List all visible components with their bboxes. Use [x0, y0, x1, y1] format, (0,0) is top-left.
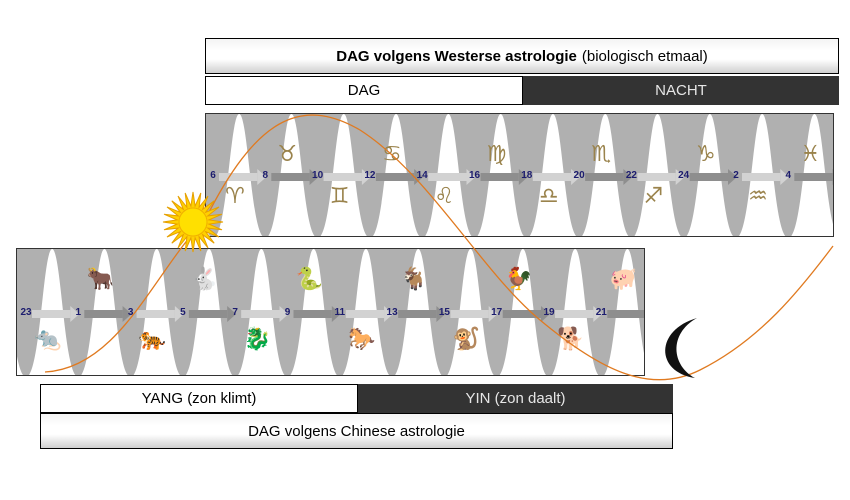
yang-bar: YANG (zon klimt)	[40, 384, 358, 413]
hour-label: 10	[312, 170, 324, 181]
rooster-icon: 🐓	[504, 267, 533, 292]
hour-label: 1	[75, 307, 82, 318]
arrow-band-segment	[480, 173, 519, 181]
arrow-band-segment	[689, 173, 728, 181]
arrow-band-segment	[607, 310, 644, 318]
arrow-band-segment	[323, 173, 362, 181]
arrow-band-segment	[637, 173, 676, 181]
leo-icon: ♌	[434, 184, 455, 209]
western-title-subtitle: (biologisch etmaal)	[581, 47, 708, 65]
pig-icon: 🐖	[609, 267, 637, 292]
western-title: DAG volgens Westerse astrologie	[336, 47, 577, 65]
goat-icon: 🐐	[400, 267, 428, 292]
yang-label: YANG (zon klimt)	[141, 390, 257, 407]
hour-label: 3	[127, 307, 134, 318]
yin-bar: YIN (zon daalt)	[358, 384, 673, 413]
western-day-label: DAG	[347, 82, 381, 99]
dragon-icon: 🐉	[243, 327, 271, 352]
aquarius-icon: ♒	[748, 184, 768, 209]
tiger-icon: 🐅	[138, 327, 167, 352]
arrow-band-segment	[428, 173, 467, 181]
hour-label: 17	[491, 307, 503, 318]
sagittarius-icon: ♐	[643, 184, 664, 209]
arrow-band-segment	[555, 310, 594, 318]
rat-icon: 🐀	[34, 327, 62, 352]
arrow-band-segment	[32, 310, 71, 318]
cancer-icon: ♋	[382, 142, 402, 167]
hour-label: 6	[210, 170, 216, 181]
gemini-icon: ♊	[329, 184, 350, 209]
arrow-band-segment	[398, 310, 437, 318]
arrow-head	[832, 169, 833, 185]
arrow-band-segment	[293, 310, 332, 318]
arrow-band-segment	[450, 310, 489, 318]
hour-label: 4	[785, 170, 792, 181]
arrow-band-segment	[188, 310, 228, 318]
moon-icon	[665, 318, 697, 378]
hour-label: 9	[284, 307, 291, 318]
horse-icon: 🐎	[348, 327, 376, 352]
rabbit-icon: 🐇	[191, 267, 219, 292]
taurus-icon: ♉	[277, 142, 298, 167]
arrow-band-segment	[345, 310, 385, 318]
hour-label: 2	[733, 170, 739, 181]
hour-label: 14	[416, 170, 428, 181]
pisces-icon: ♓	[800, 142, 821, 167]
hour-label: 20	[573, 170, 585, 181]
arrow-band-segment	[794, 173, 833, 181]
hour-label: 19	[543, 307, 555, 318]
arrow-band-segment	[241, 310, 280, 318]
aries-icon: ♈	[225, 184, 245, 209]
wave-crest	[17, 355, 24, 375]
chinese-title-bar: DAG volgens Chinese astrologie	[40, 413, 673, 449]
arrow-band-segment	[219, 173, 258, 181]
hour-label: 7	[232, 307, 238, 318]
western-title-bar: DAG volgens Westerse astrologie (biologi…	[205, 38, 839, 74]
western-night-bar: NACHT	[523, 76, 839, 105]
arrow-band-segment	[502, 310, 541, 318]
hour-label: 12	[364, 170, 376, 181]
hour-label: 16	[468, 170, 481, 181]
arrow-band-segment	[585, 173, 624, 181]
hour-label: 24	[678, 170, 690, 181]
hour-label: 22	[625, 170, 637, 181]
scorpio-icon: ♏	[591, 142, 611, 167]
capricorn-icon: ♑	[695, 142, 716, 167]
chinese-title: DAG volgens Chinese astrologie	[248, 422, 465, 440]
western-night-label: NACHT	[655, 82, 707, 99]
yin-label: YIN (zon daalt)	[465, 390, 566, 407]
hour-label: 15	[438, 307, 450, 318]
monkey-icon: 🐒	[452, 327, 481, 352]
western-day-bar: DAG	[205, 76, 523, 105]
arrow-band-segment	[271, 173, 310, 181]
arrow-band-segment	[136, 310, 175, 318]
arrow-band-segment	[84, 310, 123, 318]
arrow-band-segment	[532, 173, 572, 181]
hour-label: 18	[521, 170, 533, 181]
ox-icon: 🐂	[86, 267, 114, 292]
hour-label: 23	[20, 307, 32, 318]
arrow-band-segment	[742, 173, 781, 181]
hour-label: 8	[262, 170, 269, 181]
virgo-icon: ♍	[486, 142, 507, 167]
hour-label: 21	[595, 307, 607, 318]
western-wave-graphic	[206, 114, 833, 236]
hour-label: 11	[334, 307, 346, 318]
arrow-band-segment	[375, 173, 415, 181]
libra-icon: ♎	[538, 184, 559, 209]
hour-label: 5	[180, 307, 186, 318]
dog-icon: 🐕	[557, 327, 585, 352]
snake-icon: 🐍	[295, 267, 324, 292]
hour-label: 13	[386, 307, 398, 318]
